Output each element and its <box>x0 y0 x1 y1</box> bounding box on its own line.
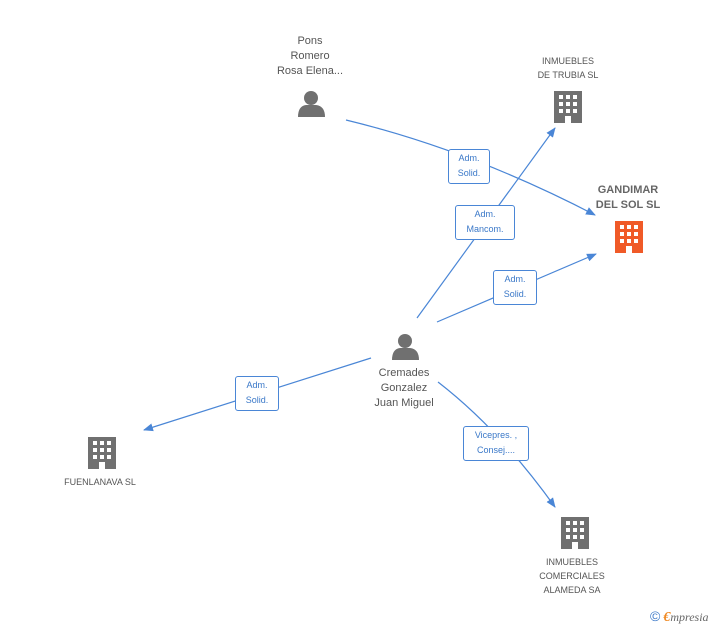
role-line: Consej.... <box>476 445 516 455</box>
node-label-fuenlanava[interactable]: FUENLANAVA SL <box>42 475 158 489</box>
role-line: Solid. <box>245 395 269 405</box>
role-line: Mancom. <box>466 224 504 234</box>
node-label-alameda[interactable]: INMUEBLES COMERCIALES ALAMEDA SA <box>524 555 620 597</box>
name-line: DEL SOL SL <box>595 199 661 211</box>
name-line: Pons <box>297 35 323 47</box>
role-line: Solid. <box>457 168 481 178</box>
person-icon[interactable] <box>392 334 419 360</box>
name-line: ALAMEDA SA <box>543 585 601 595</box>
copyright-icon: © <box>650 608 661 624</box>
building-icon[interactable] <box>88 437 116 469</box>
building-icon-focus[interactable] <box>615 221 643 253</box>
edge-label-cremades-alameda[interactable]: Vicepres. , Consej.... <box>463 426 529 461</box>
name-line: Romero <box>290 50 330 62</box>
role-line: Solid. <box>503 289 527 299</box>
edge-label-pons-gandimar[interactable]: Adm. Solid. <box>448 149 490 184</box>
name-line: FUENLANAVA SL <box>64 477 136 487</box>
name-line: Juan Miguel <box>374 397 434 409</box>
brand-name: mpresia <box>670 610 709 624</box>
name-line: Cremades <box>378 367 430 379</box>
role-line: Vicepres. , <box>474 430 518 440</box>
name-line: GANDIMAR <box>597 184 659 196</box>
role-line: Adm. <box>474 209 496 219</box>
role-line: Adm. <box>246 380 268 390</box>
name-line: COMERCIALES <box>539 571 605 581</box>
name-line: Gonzalez <box>380 382 428 394</box>
edge-label-cremades-gandimar[interactable]: Adm. Solid. <box>493 270 537 305</box>
brand-initial: € <box>663 610 671 625</box>
edge-label-cremades-fuenlanava[interactable]: Adm. Solid. <box>235 376 279 411</box>
edge-label-cremades-trubia[interactable]: Adm. Mancom. <box>455 205 515 240</box>
node-label-cremades[interactable]: Cremades Gonzalez Juan Miguel <box>356 366 452 411</box>
person-icon[interactable] <box>298 91 325 117</box>
role-line: Adm. <box>458 153 480 163</box>
name-line: INMUEBLES <box>541 56 594 66</box>
building-icon[interactable] <box>561 517 589 549</box>
name-line: Rosa Elena... <box>276 65 344 77</box>
node-label-trubia[interactable]: INMUEBLES DE TRUBIA SL <box>520 54 616 82</box>
role-line: Adm. <box>504 274 526 284</box>
empresia-logo: © €mpresia <box>650 608 709 626</box>
name-line: INMUEBLES <box>545 557 598 567</box>
node-label-gandimar[interactable]: GANDIMAR DEL SOL SL <box>580 183 676 213</box>
name-line: DE TRUBIA SL <box>537 70 599 80</box>
building-icon[interactable] <box>554 91 582 123</box>
node-label-pons[interactable]: Pons Romero Rosa Elena... <box>262 34 358 79</box>
